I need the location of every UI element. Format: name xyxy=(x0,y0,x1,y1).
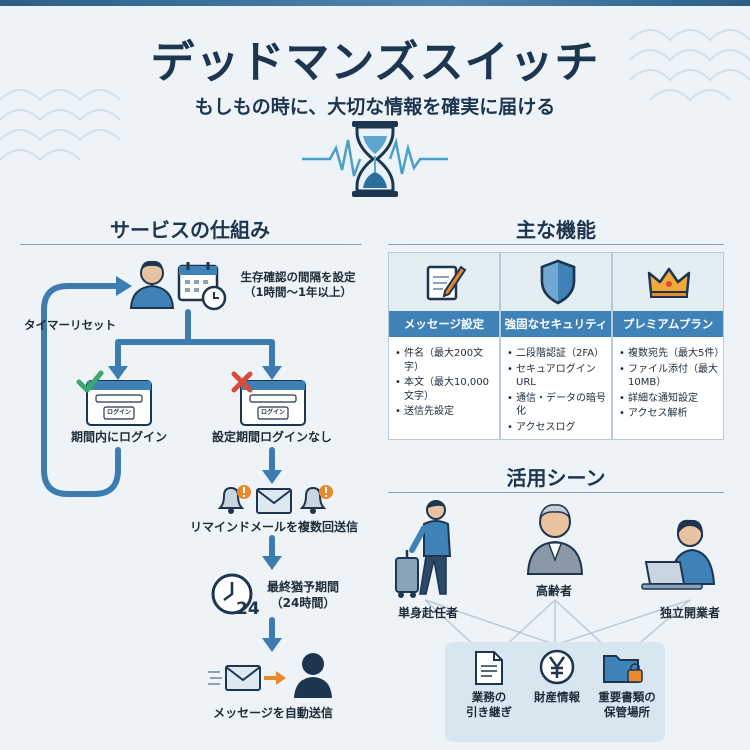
login-button-ng: ログイン xyxy=(260,409,285,416)
feature-card-message: メッセージ設定 件名（最大200文字） 本文（最大10,000文字） 送信先設定 xyxy=(388,252,500,440)
hourglass-heartbeat-icon xyxy=(302,121,448,197)
use-case-label: 財産情報 xyxy=(534,690,580,704)
feature-item: 通信・データの暗号化 xyxy=(507,392,609,419)
features-section-divider xyxy=(388,244,724,245)
check-mark-icon xyxy=(76,370,104,393)
crown-icon xyxy=(647,267,691,298)
reminder-label: リマインドメールを複数回送信 xyxy=(189,520,358,534)
login-button-ok: ログイン xyxy=(106,409,131,416)
feature-item: セキュアログインURL xyxy=(507,363,609,390)
feature-title-premium: プレミアムプラン xyxy=(613,311,723,337)
bell-alert-icon xyxy=(217,485,251,514)
use-case-label: 重要書類の 保管場所 xyxy=(598,690,656,719)
bell-alert-icon-2 xyxy=(299,485,333,514)
feature-icon-bg xyxy=(501,253,611,311)
feature-item: 複数宛先（最大5件） xyxy=(619,347,724,361)
clock-24-icon xyxy=(211,573,253,615)
auto-send-label: メッセージを自動送信 xyxy=(213,706,333,720)
document-icon xyxy=(475,651,503,685)
feature-list-premium: 複数宛先（最大5件） ファイル添付（最大10MB） 詳細な通知設定 アクセス解析 xyxy=(619,347,724,423)
grace-number: 24 xyxy=(236,599,260,619)
feature-card-premium: プレミアムプラン 複数宛先（最大5件） ファイル添付（最大10MB） 詳細な通知… xyxy=(612,252,724,440)
scene-person-label: 独立開業者 xyxy=(659,606,720,620)
page-subtitle: もしもの時に、大切な情報を確実に届ける xyxy=(194,96,556,118)
features-section-title: 主な機能 xyxy=(516,218,596,242)
page-title: デッドマンズスイッチ xyxy=(150,37,600,88)
send-mail-icon xyxy=(208,665,286,691)
pencil-paper-icon xyxy=(426,265,467,301)
top-accent-bar xyxy=(0,0,750,6)
elderly-person-icon xyxy=(526,504,584,575)
feature-title-security: 強固なセキュリティ xyxy=(501,311,611,337)
calendar-clock-icon xyxy=(177,262,227,311)
flow-section-divider xyxy=(20,244,362,245)
recipient-avatar-icon xyxy=(294,653,332,698)
feature-title-message: メッセージ設定 xyxy=(389,311,499,337)
step-interval-label: 生存確認の間隔を設定 （1時間〜1年以上） xyxy=(240,270,356,299)
scenes-section-title: 活用シーン xyxy=(506,466,606,490)
feature-card-security: 強固なセキュリティ 二段階認証（2FA） セキュアログインURL 通信・データの… xyxy=(500,252,612,440)
branch-ng-label: 設定期間ログインなし xyxy=(211,430,332,444)
feature-item: アクセスログ xyxy=(507,421,609,435)
login-window-ng xyxy=(240,380,306,426)
feature-item: 詳細な通知設定 xyxy=(619,392,721,406)
flow-section-title: サービスの仕組み xyxy=(110,218,270,242)
login-window-ok xyxy=(86,380,152,426)
feature-list-message: 件名（最大200文字） 本文（最大10,000文字） 送信先設定 xyxy=(395,347,497,421)
scene-person-label: 単身赴任者 xyxy=(397,606,458,620)
folder-lock-icon xyxy=(603,655,643,683)
use-case-label: 業務の 引き継ぎ xyxy=(466,690,512,719)
scenes-section-divider xyxy=(388,492,724,493)
grace-period-label: 最終猶予期間 （24時間） xyxy=(266,580,339,610)
branch-ok-label: 期間内にログイン xyxy=(70,430,167,444)
feature-item: ファイル添付（最大10MB） xyxy=(619,363,721,390)
feature-item: 件名（最大200文字） xyxy=(395,347,497,374)
wave-pattern-left xyxy=(0,89,121,162)
yen-coin-icon xyxy=(539,649,575,685)
feature-item: 二段階認証（2FA） xyxy=(507,347,609,361)
mail-icon xyxy=(256,488,292,514)
traveler-person-icon xyxy=(395,500,452,598)
shield-icon xyxy=(540,259,576,305)
feature-item: アクセス解析 xyxy=(619,407,721,421)
feature-icon-bg xyxy=(389,253,499,311)
cross-mark-icon xyxy=(231,371,253,393)
feature-list-security: 二段階認証（2FA） セキュアログインURL 通信・データの暗号化 アクセスログ xyxy=(507,347,609,436)
scene-person-label: 高齢者 xyxy=(535,584,572,598)
feature-icon-bg xyxy=(613,253,723,311)
wave-pattern-right xyxy=(629,29,750,102)
timer-reset-label: タイマーリセット xyxy=(24,318,116,332)
feature-item: 送信先設定 xyxy=(395,405,497,419)
user-avatar-icon xyxy=(129,260,175,309)
feature-item: 本文（最大10,000文字） xyxy=(395,376,497,403)
freelancer-laptop-icon xyxy=(641,519,716,590)
